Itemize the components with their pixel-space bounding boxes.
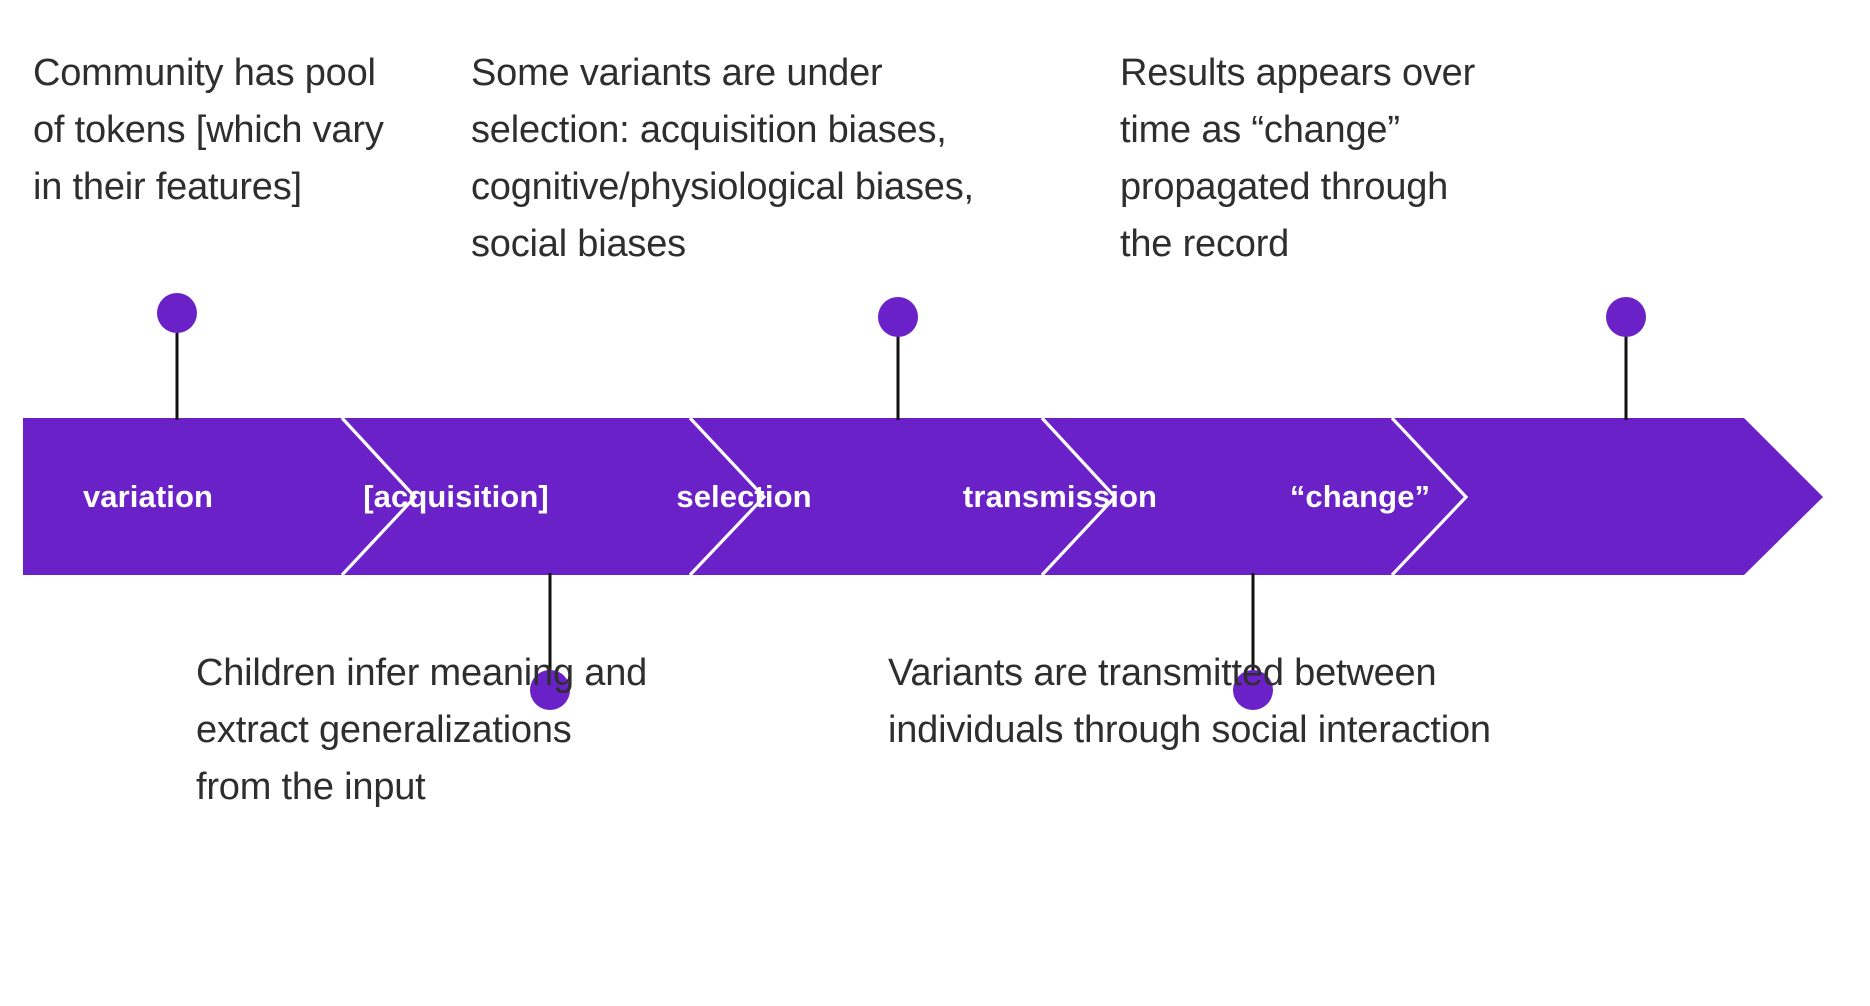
chevron-separator-3: [1040, 416, 1118, 577]
connector-dot-change: [1606, 297, 1646, 337]
stage-label-acquisition[interactable]: [acquisition]: [363, 479, 549, 514]
stage-label-change[interactable]: “change”: [1289, 479, 1431, 514]
stage-label-variation[interactable]: variation: [82, 479, 214, 514]
connector-dot-variation: [157, 293, 197, 333]
annotation-selection: Some variants are under selection: acqui…: [471, 52, 974, 265]
stage-label-transmission[interactable]: transmission: [962, 479, 1158, 514]
annotation-change: Results appears over time as “change” pr…: [1120, 52, 1476, 265]
annotation-transmission: Variants are transmitted between individ…: [888, 652, 1491, 751]
chevron-separator-1: [340, 416, 418, 577]
annotation-variation: Community has pool of tokens [which vary…: [33, 52, 384, 208]
connector-dot-transmission: [1233, 670, 1273, 710]
chevron-separator-2: [688, 416, 767, 577]
chevron-separator-4: [1390, 416, 1469, 577]
connector-dot-selection: [878, 297, 918, 337]
connector-dot-acquisition: [530, 670, 570, 710]
stage-label-selection[interactable]: selection: [676, 479, 812, 514]
annotation-acquisition: Children infer meaning and extract gener…: [196, 652, 648, 808]
process-arrow-shape: [23, 418, 1823, 575]
